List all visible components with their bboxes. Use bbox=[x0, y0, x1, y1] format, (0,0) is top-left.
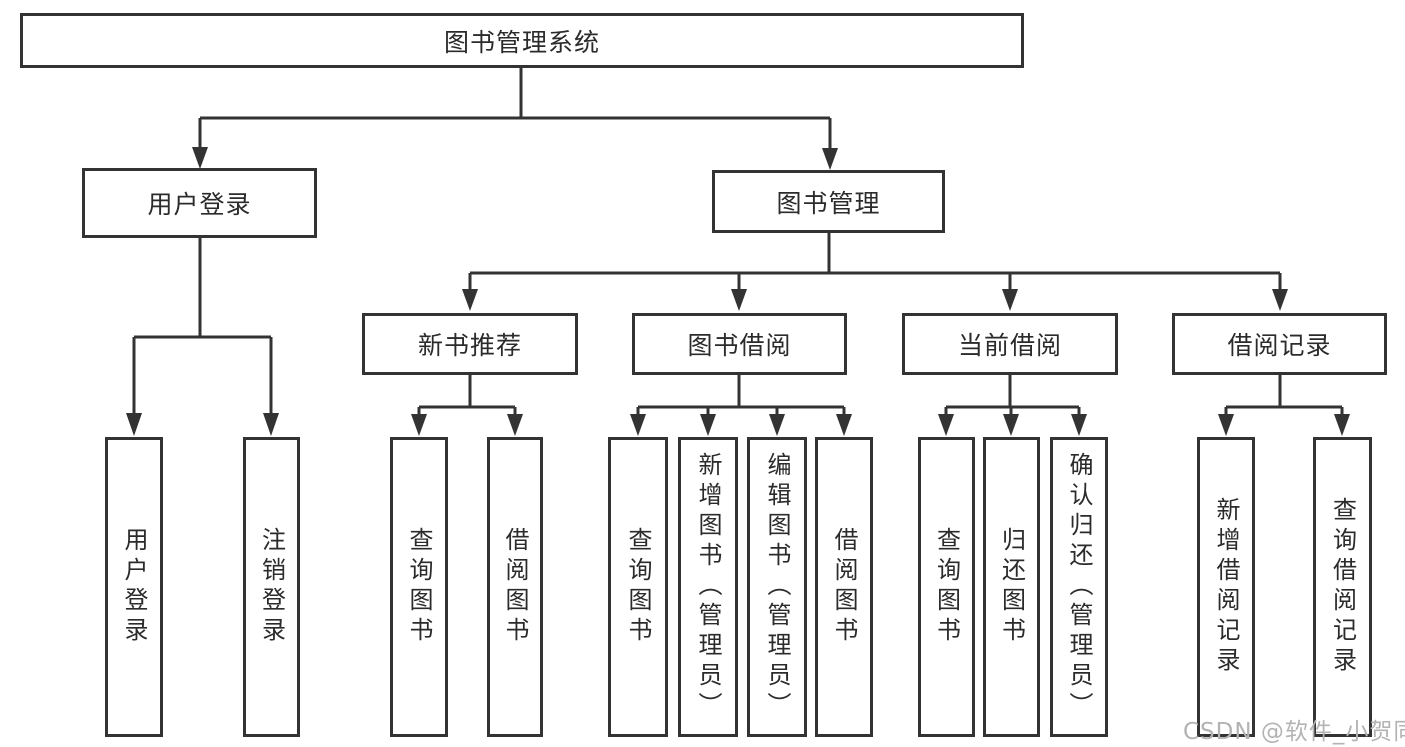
leaf-add-book-admin: 新增图书（管理员） bbox=[678, 437, 738, 737]
node-book-management-label: 图书管理 bbox=[776, 188, 881, 218]
node-root: 图书管理系统 bbox=[20, 13, 1024, 68]
leaf-query-borrow-record-label: 查询借阅记录 bbox=[1328, 497, 1357, 677]
node-book-management: 图书管理 bbox=[712, 170, 945, 233]
leaf-confirm-return-admin: 确认归还（管理员） bbox=[1050, 437, 1108, 737]
leaf-recommend-query-book-label: 查询图书 bbox=[405, 527, 433, 647]
node-book-borrow: 图书借阅 bbox=[632, 313, 847, 375]
node-root-label: 图书管理系统 bbox=[443, 27, 600, 57]
leaf-edit-book-admin-label: 编辑图书（管理员） bbox=[763, 452, 791, 722]
leaf-return-book-label: 归还图书 bbox=[997, 527, 1026, 647]
leaf-borrow-book: 借阅图书 bbox=[815, 437, 873, 737]
connector-book-management bbox=[468, 233, 1282, 292]
leaf-recommend-borrow-book-label: 借阅图书 bbox=[501, 527, 529, 647]
watermark: CSDN @软件_小贺同学 bbox=[1183, 719, 1405, 745]
leaf-add-borrow-record: 新增借阅记录 bbox=[1197, 437, 1255, 737]
connector-root bbox=[198, 68, 832, 151]
connector-current-borrow bbox=[944, 375, 1081, 417]
node-current-borrow-label: 当前借阅 bbox=[957, 331, 1062, 360]
leaf-borrow-query-book-label: 查询图书 bbox=[624, 527, 652, 647]
connector-book-borrow bbox=[636, 375, 846, 417]
node-book-borrow-label: 图书借阅 bbox=[687, 331, 792, 360]
node-current-borrow: 当前借阅 bbox=[902, 313, 1118, 375]
leaf-user-login-label: 用户登录 bbox=[120, 527, 148, 647]
leaf-query-borrow-record: 查询借阅记录 bbox=[1313, 437, 1372, 737]
node-user-login-label: 用户登录 bbox=[147, 190, 252, 219]
node-new-book-recommend: 新书推荐 bbox=[362, 313, 578, 375]
connector-borrow-record bbox=[1224, 375, 1344, 417]
leaf-recommend-borrow-book: 借阅图书 bbox=[487, 437, 543, 737]
node-borrow-record: 借阅记录 bbox=[1172, 313, 1387, 375]
node-user-login: 用户登录 bbox=[82, 168, 317, 238]
node-new-book-recommend-label: 新书推荐 bbox=[417, 331, 522, 360]
arrowhead-icons bbox=[126, 147, 1350, 436]
leaf-edit-book-admin: 编辑图书（管理员） bbox=[747, 437, 807, 737]
leaf-borrow-query-book: 查询图书 bbox=[608, 437, 668, 737]
leaf-logout: 注销登录 bbox=[243, 437, 300, 737]
leaf-add-borrow-record-label: 新增借阅记录 bbox=[1212, 497, 1240, 677]
leaf-borrow-book-label: 借阅图书 bbox=[830, 527, 858, 647]
leaf-current-query-book: 查询图书 bbox=[918, 437, 975, 737]
leaf-current-query-book-label: 查询图书 bbox=[932, 527, 961, 647]
leaf-recommend-query-book: 查询图书 bbox=[390, 437, 448, 737]
node-borrow-record-label: 借阅记录 bbox=[1227, 331, 1332, 360]
leaf-return-book: 归还图书 bbox=[983, 437, 1040, 737]
leaf-add-book-admin-label: 新增图书（管理员） bbox=[694, 452, 722, 722]
leaf-user-login: 用户登录 bbox=[105, 437, 163, 737]
leaf-confirm-return-admin-label: 确认归还（管理员） bbox=[1065, 452, 1093, 722]
leaf-logout-label: 注销登录 bbox=[257, 527, 286, 647]
connector-new-book bbox=[417, 375, 517, 417]
connector-user-login bbox=[132, 238, 273, 416]
